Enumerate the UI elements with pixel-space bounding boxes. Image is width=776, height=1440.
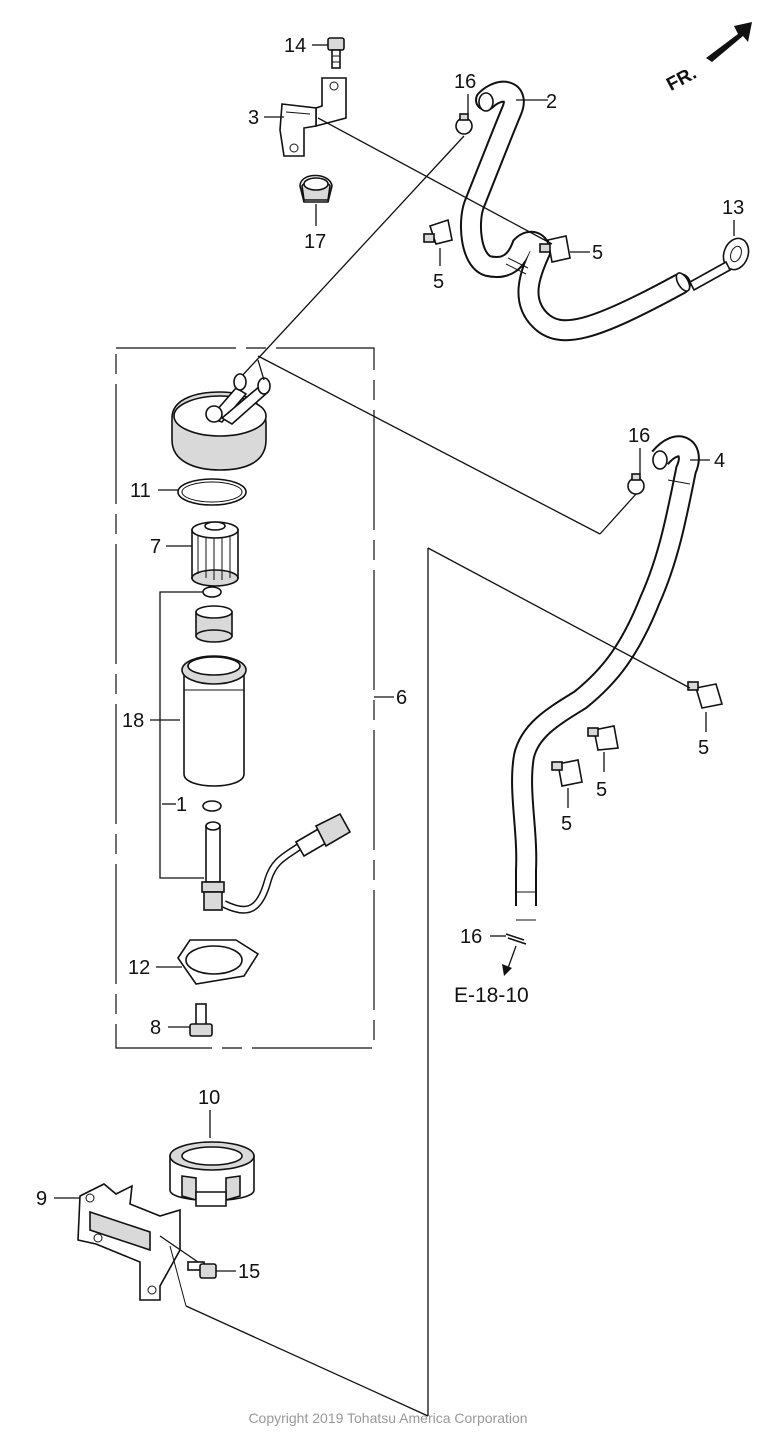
reference-page-label: E-18-10 xyxy=(454,984,529,1007)
label-part-15: 15 xyxy=(238,1261,260,1283)
label-part-1: 1 xyxy=(176,794,187,816)
part-15-bolt xyxy=(187,1261,217,1279)
label-part-5-lower-middle: 5 xyxy=(596,779,607,801)
part-12-gasket xyxy=(177,939,260,985)
label-part-2: 2 xyxy=(546,91,557,113)
label-part-6: 6 xyxy=(396,687,407,709)
label-part-14: 14 xyxy=(284,35,306,57)
part-5-clamp-upper-left xyxy=(423,218,453,245)
label-part-5-upper-right: 5 xyxy=(592,242,603,264)
part-8-bolt xyxy=(189,1003,213,1037)
part-16-hose-clip-lower xyxy=(505,933,527,945)
part-18-filter-bowl xyxy=(181,655,247,787)
part-5-clamp-lower-middle xyxy=(587,725,619,751)
copyright-text: Copyright 2019 Tohatsu America Corporati… xyxy=(248,1410,528,1426)
label-part-10: 10 xyxy=(198,1087,220,1109)
part-1-o-ring xyxy=(202,800,222,812)
part-16-hose-clip-middle xyxy=(627,473,645,495)
part-14-bolt xyxy=(327,37,345,69)
front-direction-arrow: FR. xyxy=(663,22,752,96)
label-part-13: 13 xyxy=(722,197,744,219)
label-part-9: 9 xyxy=(36,1188,47,1210)
water-sensor xyxy=(201,812,352,914)
fr-label: FR. xyxy=(663,63,700,96)
label-part-11: 11 xyxy=(130,480,151,502)
label-part-3: 3 xyxy=(248,107,259,129)
part-11-o-ring xyxy=(177,478,247,506)
part-17-clip xyxy=(299,174,333,203)
label-part-5-lower-right: 5 xyxy=(698,737,709,759)
label-part-12: 12 xyxy=(128,957,150,979)
label-part-16-middle: 16 xyxy=(628,425,650,447)
label-part-5-lower-left: 5 xyxy=(561,813,572,835)
label-part-5-upper-left: 5 xyxy=(433,271,444,293)
label-part-8: 8 xyxy=(150,1017,161,1039)
part-16-hose-clip-upper xyxy=(455,113,473,135)
label-part-7: 7 xyxy=(150,536,161,558)
label-part-16-upper: 16 xyxy=(454,71,476,93)
part-6-assembly-box xyxy=(115,347,375,1049)
part-13-eye-fitting xyxy=(688,237,750,292)
label-part-17: 17 xyxy=(304,231,326,253)
part-18-spacer xyxy=(195,605,233,643)
filter-head xyxy=(171,373,271,471)
part-5-clamp-upper-right xyxy=(539,235,571,263)
part-18-washer xyxy=(202,586,222,598)
part-10-filter-holder xyxy=(169,1141,255,1207)
part-9-bracket xyxy=(77,1183,187,1307)
part-7-filter-element xyxy=(191,521,239,587)
part-3-bracket xyxy=(279,77,347,157)
label-part-18: 18 xyxy=(122,710,144,732)
part-5-clamp-lower-left xyxy=(551,759,583,787)
label-part-16-lower: 16 xyxy=(460,926,482,948)
part-4-fuel-hose xyxy=(511,435,700,921)
label-part-4: 4 xyxy=(714,450,725,472)
reference-arrow xyxy=(502,945,517,976)
part-5-clamp-lower-right xyxy=(687,681,724,709)
part-2-fuel-hose xyxy=(459,80,691,342)
